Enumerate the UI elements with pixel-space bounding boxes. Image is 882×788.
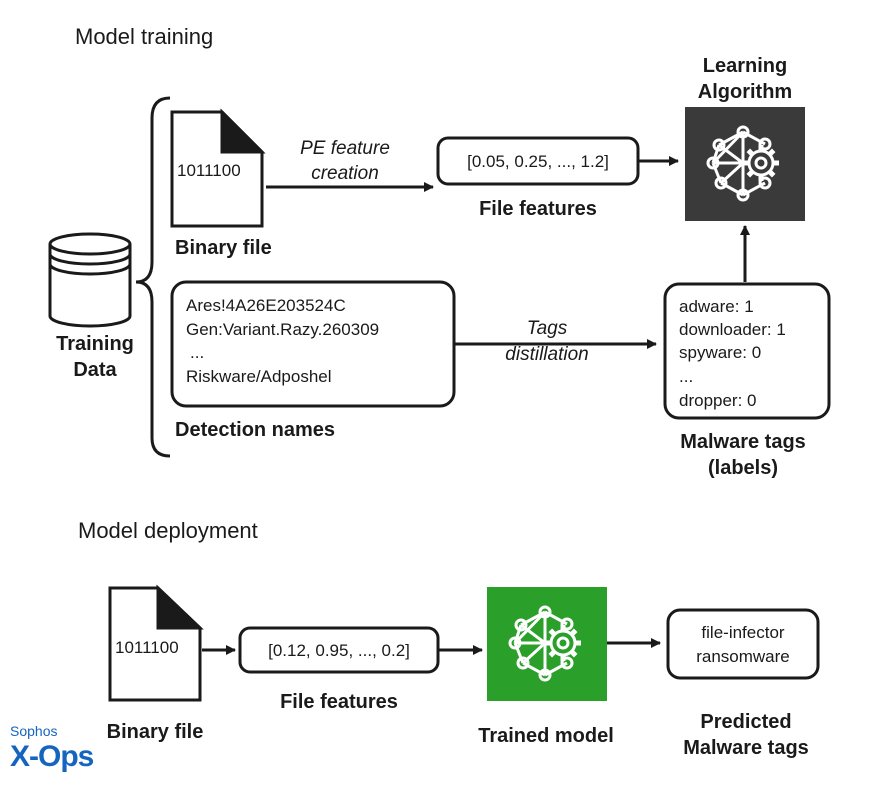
deployment-binary-file-content: 1011100 [115, 638, 179, 657]
training-data-label-line1: Training [56, 333, 134, 355]
deployment-file-features-vector: [0.12, 0.95, ..., 0.2] [268, 641, 410, 660]
brace [135, 96, 171, 458]
pe-feature-label-line1: PE feature [300, 138, 390, 159]
deployment-section-title: Model deployment [78, 518, 258, 543]
tags-distillation-label-line1: Tags [527, 318, 568, 339]
file-features-label: File features [479, 198, 597, 220]
sophos-xops-logo: Sophos X-Ops [10, 723, 95, 773]
predicted-tag-1: file-infector [701, 623, 784, 642]
malware-tag-ellipsis: ... [679, 367, 693, 386]
deployment-binary-file-icon [108, 584, 204, 702]
malware-tags-label-line2: (labels) [708, 457, 778, 479]
deployment-file-features-label: File features [280, 691, 398, 713]
trained-model-label: Trained model [478, 725, 614, 747]
malware-tags-label-line1: Malware tags [680, 431, 806, 453]
detection-name-2: Gen:Variant.Razy.260309 [186, 320, 379, 339]
malware-tag-5: dropper: 0 [679, 391, 757, 410]
training-section-title: Model training [75, 24, 213, 49]
tags-distillation-label-line2: distillation [505, 344, 588, 365]
detection-name-ellipsis: ... [190, 343, 204, 362]
deployment-binary-file-label: Binary file [107, 721, 204, 743]
training-data-label-line2: Data [73, 359, 117, 381]
predicted-tags-box [666, 608, 820, 680]
binary-file-icon [170, 108, 266, 228]
logo-small-text: Sophos [10, 723, 57, 739]
pe-feature-label-line2: creation [311, 163, 379, 184]
predicted-tag-2: ransomware [696, 647, 790, 666]
malware-tag-1: adware: 1 [679, 297, 754, 316]
binary-file-label: Binary file [175, 237, 272, 259]
learning-algorithm-label-line1: Learning [703, 55, 787, 77]
detection-name-4: Riskware/Adposhel [186, 367, 332, 386]
predicted-tags-label-line1: Predicted [700, 711, 791, 733]
detection-name-1: Ares!4A26E203524C [186, 296, 346, 315]
malware-tags-box [663, 282, 831, 420]
binary-file-content: 1011100 [177, 161, 241, 180]
predicted-tags-label-line2: Malware tags [683, 737, 809, 759]
logo-big-text: X-Ops [10, 740, 94, 773]
malware-tag-2: downloader: 1 [679, 320, 786, 339]
malware-tag-3: spyware: 0 [679, 343, 761, 362]
detection-names-label: Detection names [175, 419, 335, 441]
learning-algorithm-label-line2: Algorithm [698, 81, 792, 103]
file-features-vector: [0.05, 0.25, ..., 1.2] [467, 152, 609, 171]
database-icon [48, 232, 132, 328]
